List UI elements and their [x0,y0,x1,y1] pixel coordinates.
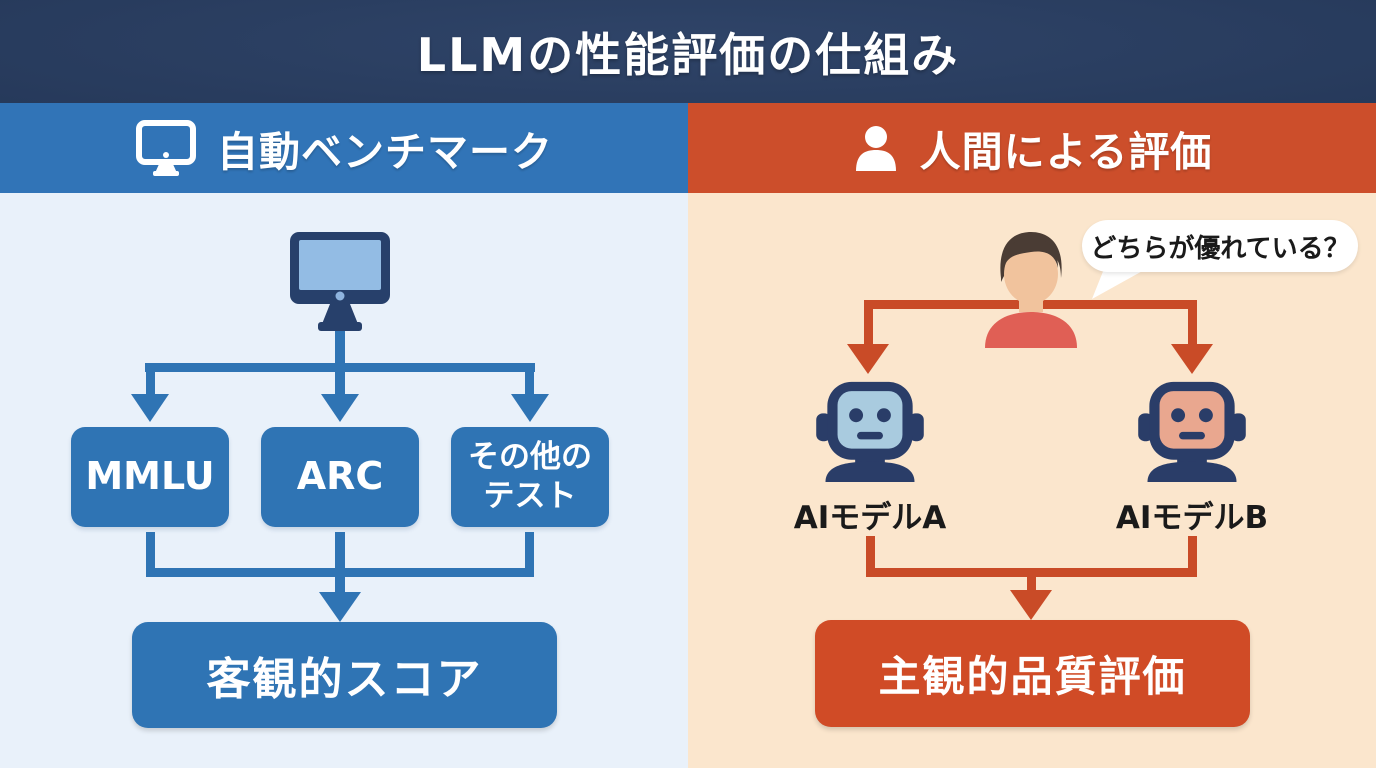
human-evaluation-panel: どちらが優れている？ [688,193,1376,768]
arrow-down-to-quality [1010,590,1052,620]
model-a-label: AIモデルA [793,500,947,536]
title-banner: LLMの性能評価の仕組み [0,0,1376,103]
benchmark-label-other: その他の テスト [468,439,592,514]
connector-center-stem-right [1027,568,1036,593]
subjective-quality-label: 主観的品質評価 [878,652,1187,701]
speech-bubble: どちらが優れている？ [1082,220,1358,272]
benchmark-box-other: その他の テスト [451,427,609,527]
benchmark-box-arc: ARC [261,427,419,527]
objective-score-label: 客観的スコア [206,654,483,705]
arrow-down-to-model-a [847,344,889,374]
connector-drop-model-b [1188,304,1197,348]
robot-b-icon [1138,381,1246,482]
connector-up-model-b [1188,536,1197,574]
benchmark-box-mmlu: MMLU [71,427,229,527]
right-header-label: 人間による評価 [919,128,1213,176]
monitor-icon [136,120,196,176]
arrow-down-to-score [319,592,361,622]
model-b-label: AIモデルB [1115,500,1269,536]
computer-monitor-icon [290,232,390,331]
connector-branch-top [145,363,535,372]
objective-score-box: 客観的スコア [132,622,557,728]
connector-drop-model-a [864,304,873,348]
page-title: LLMの性能評価の仕組み [416,27,960,82]
person-icon [855,126,896,171]
right-section-header: 人間による評価 [688,103,1376,193]
connector-center-stem [335,532,345,596]
human-evaluator-icon [985,232,1077,348]
left-header-label: 自動ベンチマーク [217,128,553,176]
arrow-down-to-other [511,394,549,422]
left-section-header: 自動ベンチマーク [0,103,688,193]
benchmark-label-arc: ARC [296,454,384,499]
arrow-down-to-arc [321,394,359,422]
connector-drop-right [525,369,534,396]
connector-up-left [146,532,155,574]
arrow-down-to-model-b [1171,344,1213,374]
subjective-quality-box: 主観的品質評価 [815,620,1250,727]
connector-up-right [525,532,534,574]
connector-up-model-a [866,536,875,574]
benchmark-label-mmlu: MMLU [85,454,215,499]
speech-bubble-tail [1092,269,1146,299]
robot-a-icon [816,381,924,482]
auto-benchmark-panel: MMLU ARC その他の テスト 客観的スコア [0,193,688,768]
connector-branch-bottom [146,568,534,577]
arrow-down-to-mmlu [131,394,169,422]
speech-bubble-text: どちらが優れている？ [1090,233,1350,264]
connector-drop-left [146,369,155,396]
